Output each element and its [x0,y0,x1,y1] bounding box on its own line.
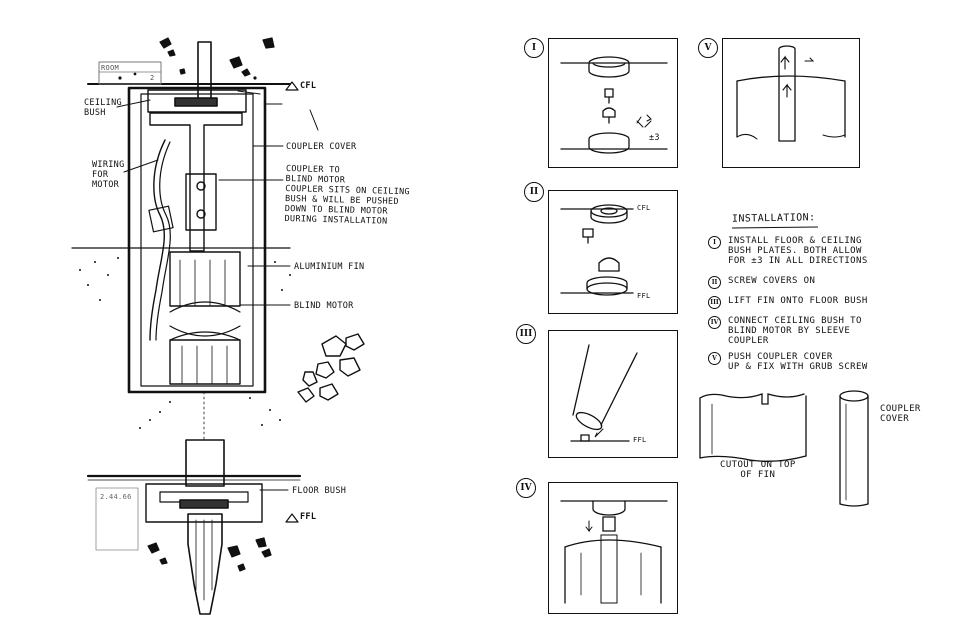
level-tag-label: 2.44.66 [100,493,132,501]
motor-wiring [149,139,166,341]
wiring-label: WIRING FOR MOTOR [92,160,125,190]
concrete-scatter [79,257,291,429]
step-5-number: V [698,38,718,58]
step-3-ffl: FFL [633,436,647,444]
detail-coupler-cover-label: COUPLER COVER [880,404,921,424]
gravel [297,333,365,403]
connector-block [148,205,174,233]
step-5-panel [722,38,860,168]
install-item-3-number: III [708,296,721,309]
floor-bush [145,483,263,523]
ceiling-bush [147,89,247,113]
install-item-4-number: IV [708,316,721,329]
install-item-2-number: II [708,276,721,289]
step-2-cfl: CFL [637,204,651,212]
lower-rod [185,439,225,487]
floor-anchor [187,513,223,615]
blind-motor-top [169,251,241,307]
install-item-1-number: I [708,236,721,249]
step-1-number: I [524,38,544,58]
step-2-panel: CFL FFL [548,190,678,314]
step-3-number: III [516,324,536,344]
coupler-sleeve [185,173,217,231]
ffl-label: FFL [300,512,317,522]
concrete-hatch-top [118,37,275,80]
coupler-cover-label: COUPLER COVER [286,142,357,152]
leaders [116,90,319,491]
concrete-hatch-bottom [147,537,272,572]
step-4-number: IV [516,478,536,498]
t-coupler [149,112,243,252]
step-2-ffl: FFL [637,292,651,300]
room-tag-label: ROOM [101,64,120,72]
install-item-1-text: INSTALL FLOOR & CEILING BUSH PLATES. BOT… [728,236,868,266]
step-1-panel: ±3 [548,38,678,168]
cfl-triangle [285,81,299,91]
ceiling-bush-label: CEILING BUSH [84,98,122,118]
install-item-5-text: PUSH COUPLER COVER UP & FIX WITH GRUB SC… [728,352,868,372]
install-item-3-text: LIFT FIN ONTO FLOOR BUSH [728,296,868,306]
blind-motor-bottom [169,339,241,385]
blind-motor-label: BLIND MOTOR [294,301,354,311]
coupler-cover-sketch [839,390,869,507]
aluminium-fin-label: ALUMINIUM FIN [294,262,365,272]
floor-bush-label: FLOOR BUSH [292,486,347,496]
install-item-2-text: SCREW COVERS ON [728,276,816,286]
step-4-panel [548,482,678,614]
coupler-cover [140,93,254,387]
install-item-4-text: CONNECT CEILING BUSH TO BLIND MOTOR BY S… [728,316,862,346]
step-1-tolerance: ±3 [649,133,660,143]
fin-cutout-sketch [699,393,807,462]
cfl-label: CFL [300,81,317,91]
step-2-number: II [524,182,544,202]
cutout-label: CUTOUT ON TOP OF FIN [720,460,796,480]
fin-enclosure [127,86,267,394]
title-underline [731,226,819,229]
level-tag-box [95,487,139,551]
ffl-triangle [285,513,299,523]
install-item-5-number: V [708,352,721,365]
room-tag-number: 2 [150,74,155,82]
step-3-panel: FFL [548,330,678,458]
room-tag-box [98,61,162,85]
